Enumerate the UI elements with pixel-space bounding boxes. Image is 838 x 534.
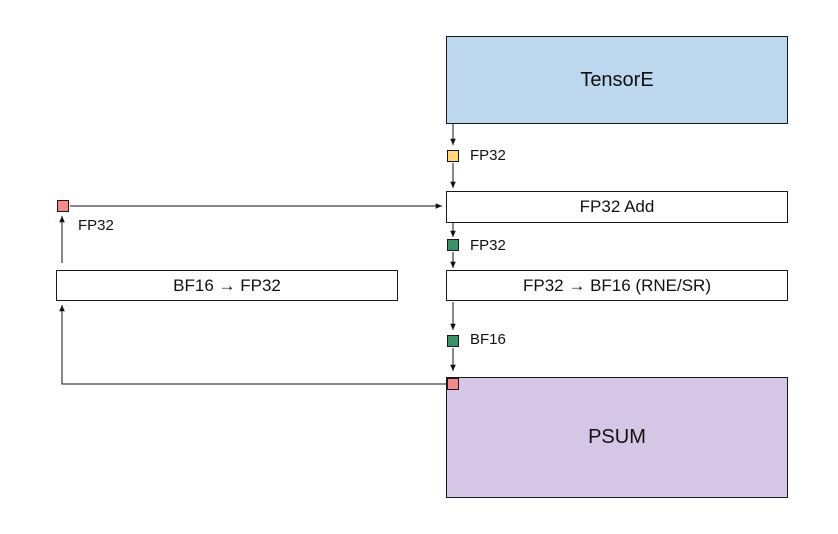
fp32-yellow-square [447, 150, 459, 162]
tensore-label: TensorE [580, 68, 654, 91]
bf16-to-fp32-label: BF16 → FP32 [173, 275, 281, 295]
tensore-block: TensorE [446, 36, 788, 124]
bf16-green-square [447, 335, 459, 347]
fp32-to-bf16-block: FP32 → BF16 (RNE/SR) [446, 270, 788, 301]
fp32-add-label: FP32 Add [579, 197, 655, 216]
arrow-psum-to-convert [59, 305, 446, 385]
psum-block: PSUM [446, 377, 788, 498]
feedback-red-square [57, 200, 69, 212]
fp32-green-square [447, 239, 459, 251]
fp32-to-bf16-label: FP32 → BF16 (RNE/SR) [523, 275, 711, 295]
tensore-out-label: FP32 [470, 147, 506, 164]
bf16-to-fp32-block: BF16 → FP32 [56, 270, 398, 301]
fp32-add-block: FP32 Add [446, 191, 788, 223]
round-out-label: BF16 [470, 331, 506, 348]
feedback-label: FP32 [78, 217, 114, 234]
add-out-label: FP32 [470, 237, 506, 254]
psum-red-square [447, 378, 459, 390]
psum-label: PSUM [588, 426, 646, 448]
